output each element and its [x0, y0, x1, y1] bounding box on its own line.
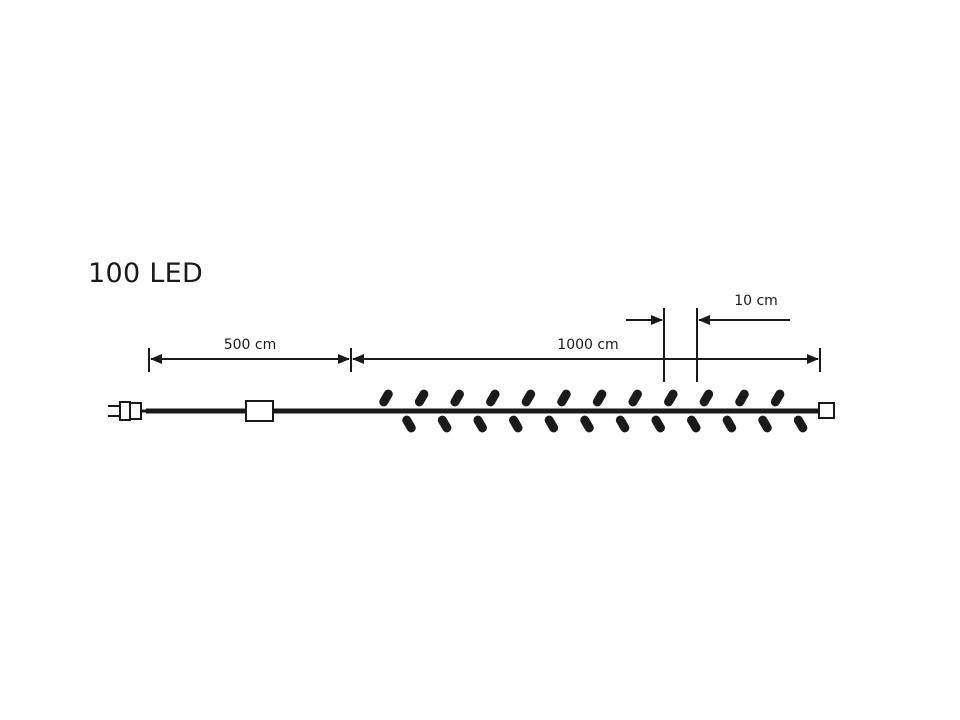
- led-bulb-icon: [473, 415, 487, 433]
- led-bulb-icon: [735, 389, 749, 407]
- dimension-led-spacing: 10 cm: [626, 293, 790, 382]
- led-bulb-icon: [664, 389, 678, 407]
- led-bulb-icon: [379, 389, 393, 407]
- dimension-label-lit-length: 1000 cm: [557, 337, 618, 353]
- led-bulb-icon: [486, 389, 500, 407]
- led-bulbs: [379, 389, 808, 433]
- led-bulb-icon: [402, 415, 416, 433]
- led-bulb-icon: [615, 415, 630, 433]
- led-bulb-icon: [722, 415, 737, 433]
- transformer-box-icon: [245, 400, 274, 422]
- led-bulb-icon: [450, 389, 464, 407]
- dimension-label-lead-cable: 500 cm: [224, 337, 277, 353]
- led-bulb-icon: [544, 415, 559, 433]
- led-bulb-icon: [437, 415, 452, 433]
- led-bulb-icon: [509, 415, 523, 433]
- led-bulb-icon: [770, 389, 785, 407]
- led-bulb-icon: [699, 389, 714, 407]
- dimension-lead-cable: 500 cm: [148, 337, 352, 372]
- led-bulb-icon: [758, 415, 772, 433]
- plug-icon: [108, 401, 148, 421]
- diagram-title: 100 LED: [88, 258, 204, 289]
- led-bulb-icon: [592, 389, 607, 407]
- end-connector-icon: [818, 402, 835, 419]
- led-bulb-icon: [521, 389, 536, 407]
- dimension-label-led-spacing: 10 cm: [734, 293, 778, 309]
- led-bulb-icon: [557, 389, 571, 407]
- led-bulb-icon: [414, 389, 429, 407]
- led-bulb-icon: [580, 415, 594, 433]
- led-bulb-icon: [651, 415, 665, 433]
- led-bulb-icon: [628, 389, 642, 407]
- led-bulb-icon: [687, 415, 701, 433]
- dimension-lit-length: 1000 cm: [352, 337, 821, 372]
- led-bulb-icon: [793, 415, 808, 433]
